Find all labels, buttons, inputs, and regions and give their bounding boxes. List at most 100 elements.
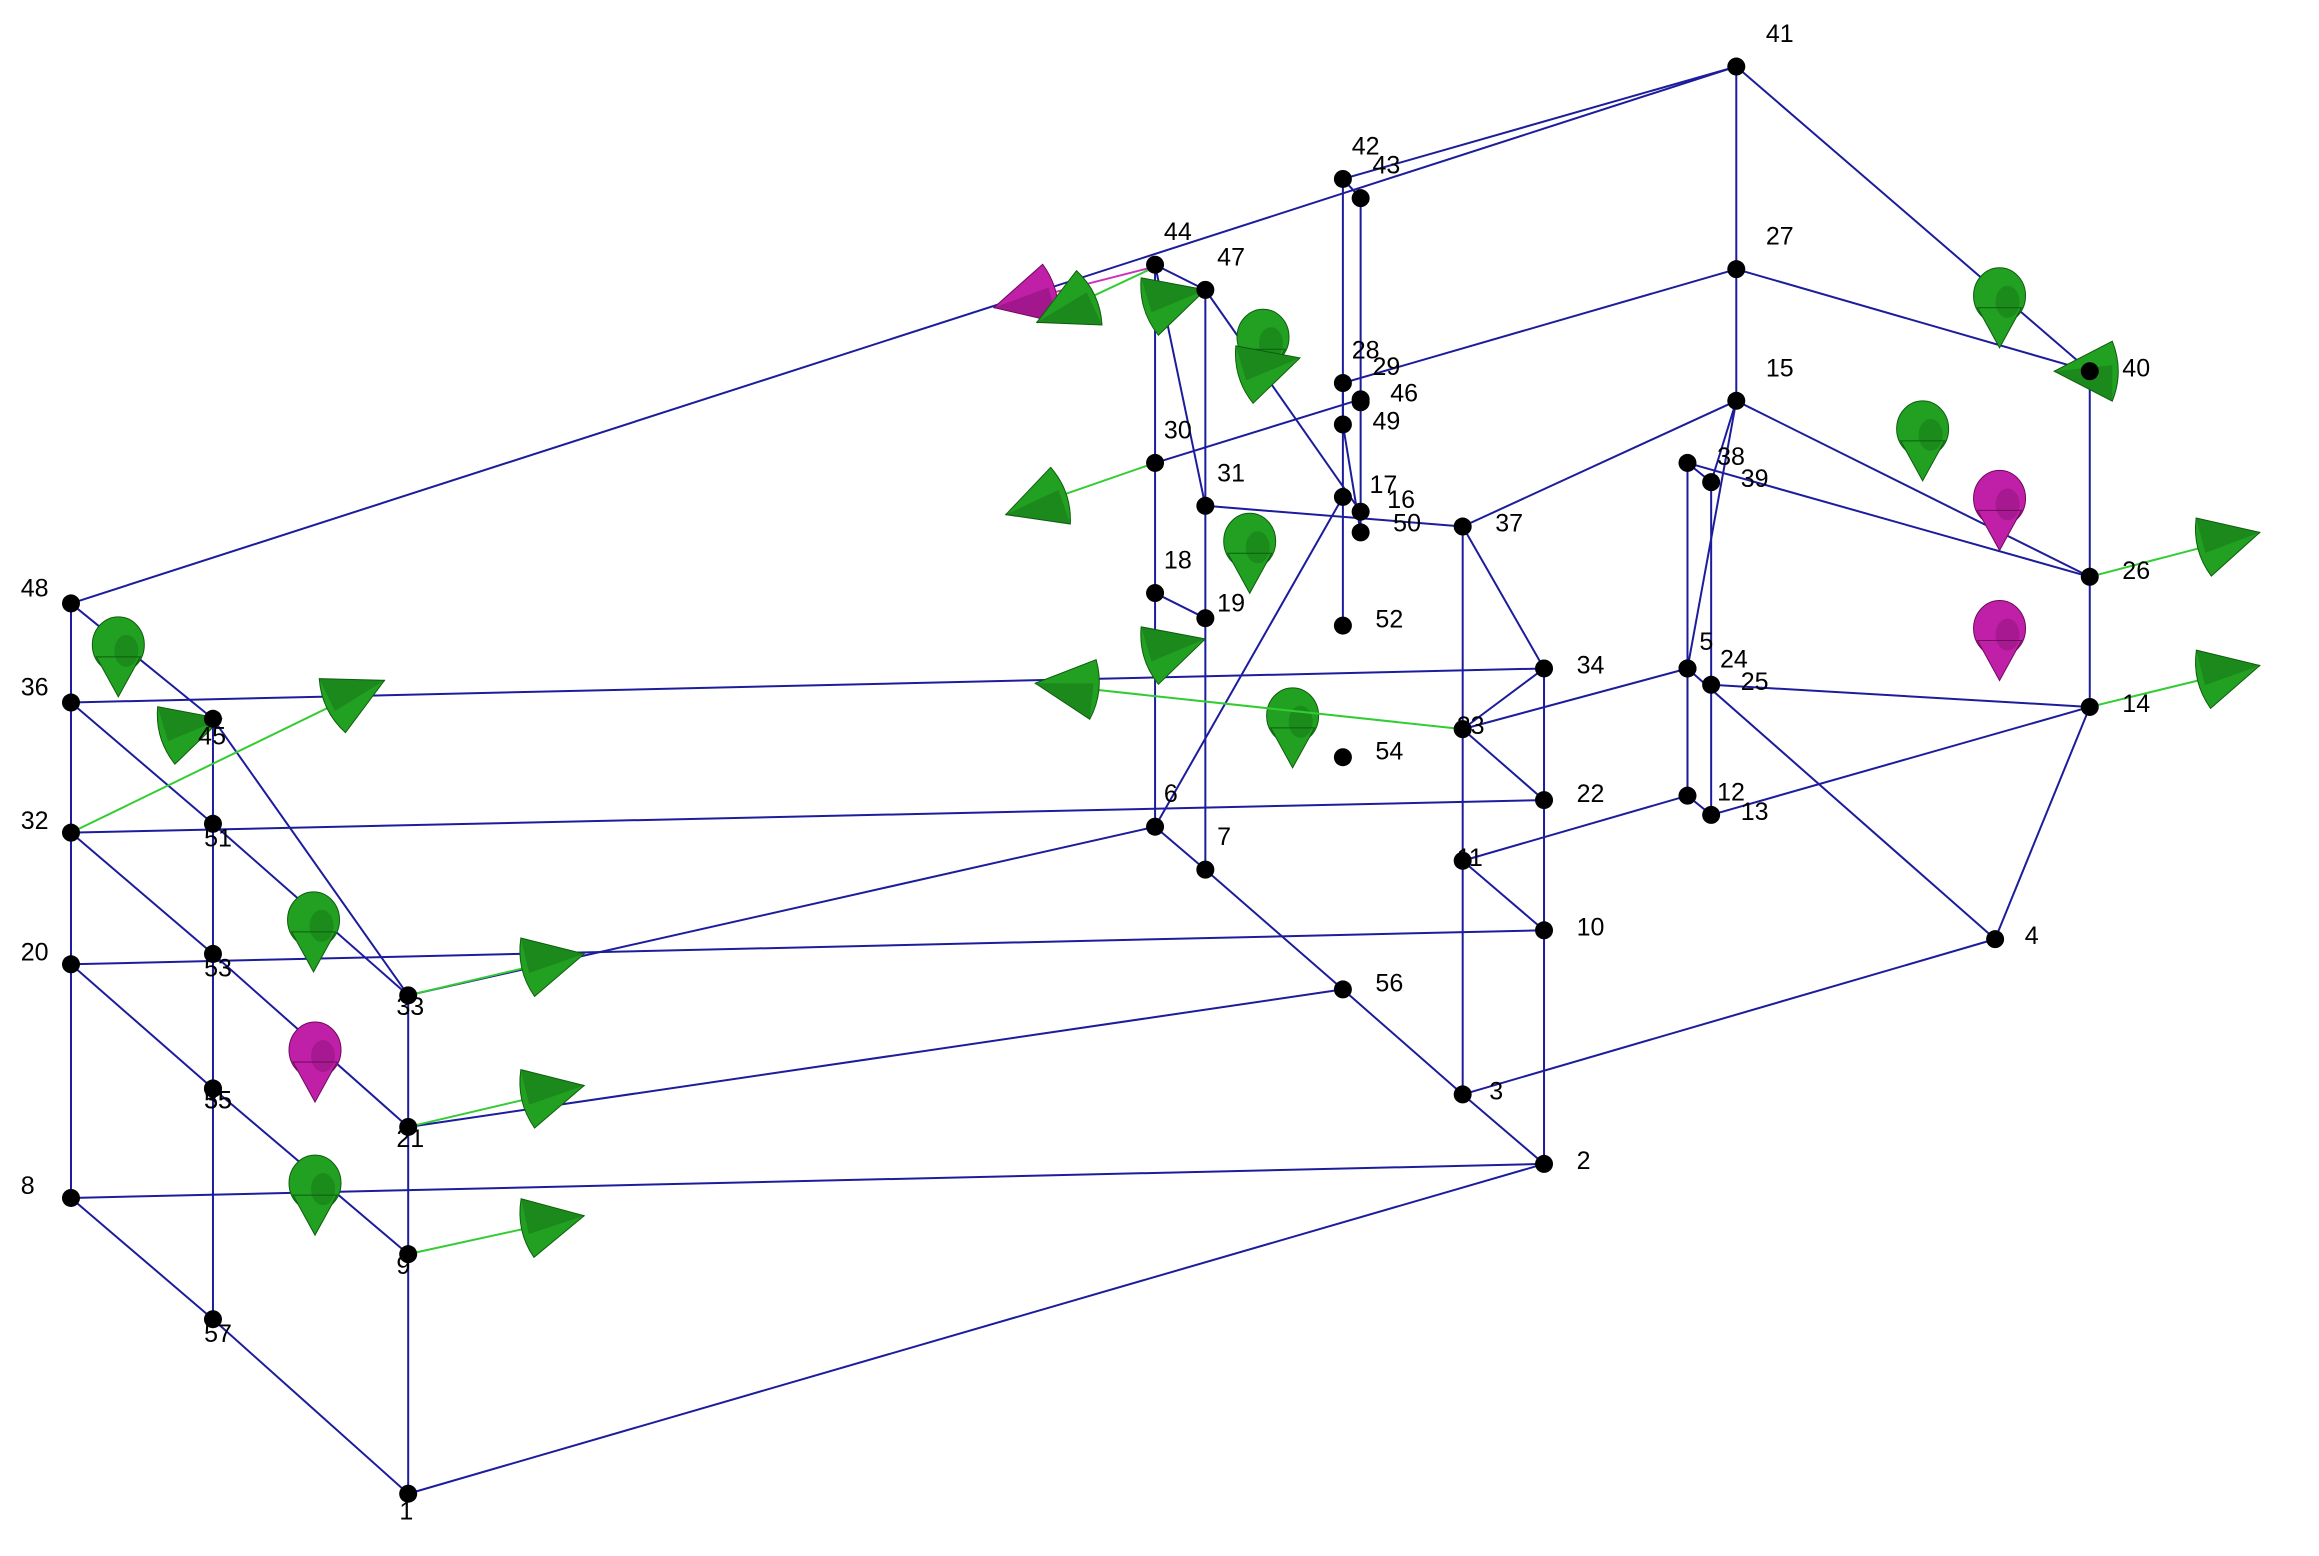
loads-layer <box>70 263 2261 1259</box>
node-label-50: 50 <box>1393 510 1421 538</box>
member-57-8 <box>70 1197 214 1320</box>
node-label-41: 41 <box>1766 20 1794 48</box>
node-label-17: 17 <box>1370 471 1398 499</box>
node-48 <box>61 594 80 613</box>
node-label-12: 12 <box>1717 779 1745 807</box>
node-label-29: 29 <box>1372 353 1400 381</box>
node-31 <box>1196 496 1215 515</box>
node-label-1: 1 <box>399 1497 413 1525</box>
moment-load-48-9 <box>91 616 145 698</box>
node-17 <box>1333 487 1352 506</box>
force-load-14-24 <box>2195 649 2261 710</box>
member-45-33 <box>212 718 410 996</box>
node-24 <box>1678 659 1697 678</box>
node-label-20: 20 <box>21 938 49 966</box>
moment-load-26-21 <box>1973 469 2027 552</box>
node-15 <box>1727 391 1746 410</box>
node-14 <box>2080 697 2099 716</box>
node-6 <box>1146 817 1165 836</box>
node-47 <box>1196 280 1215 299</box>
node-33 <box>399 986 418 1005</box>
node-56 <box>1333 980 1352 999</box>
node-label-28: 28 <box>1352 337 1380 365</box>
node-label-36: 36 <box>21 674 49 702</box>
node-label-54: 54 <box>1375 737 1403 765</box>
moment-load-26-20 <box>1896 400 1950 482</box>
node-30 <box>1146 453 1165 472</box>
node-label-35: 35 <box>204 1086 232 1114</box>
node-label-55: 55 <box>204 1086 232 1114</box>
node-37 <box>1453 517 1472 536</box>
node-2 <box>1535 1154 1554 1173</box>
member-10-11 <box>1462 859 1545 932</box>
force-load-23-25-shaft <box>1035 682 1463 731</box>
node-8 <box>61 1188 80 1207</box>
member-6-17 <box>1154 496 1344 828</box>
node-label-7: 7 <box>1217 823 1231 851</box>
member-37-31 <box>1205 504 1463 528</box>
node-label-47: 47 <box>1217 243 1245 271</box>
node-label-3: 3 <box>1489 1077 1503 1105</box>
node-label-10: 10 <box>1577 913 1605 941</box>
member-32-53 <box>70 831 214 955</box>
node-27 <box>1727 260 1746 279</box>
node-20 <box>61 955 80 974</box>
force-load-44-1 <box>1035 269 1103 326</box>
node-13 <box>1702 805 1721 824</box>
node-43 <box>1351 189 1370 208</box>
node-22 <box>1535 791 1554 810</box>
member-15-37 <box>1462 399 1737 528</box>
node-label-2: 2 <box>1577 1147 1591 1175</box>
node-label-11: 11 <box>1457 844 1483 872</box>
node-38 <box>1678 453 1697 472</box>
node-25 <box>1702 675 1721 694</box>
moment-load-40-18 <box>1973 267 2027 349</box>
node-12 <box>1678 786 1697 805</box>
node-label-6: 6 <box>1164 780 1178 808</box>
force-load-23-25 <box>1034 658 1100 721</box>
node-label-49: 49 <box>1372 408 1400 436</box>
member-44-47 <box>1154 263 1206 291</box>
node-label-23: 23 <box>1457 712 1485 740</box>
node-19 <box>1196 609 1215 628</box>
member-32-22 <box>70 799 1545 834</box>
member-22-23 <box>1462 728 1545 801</box>
member-34-37 <box>1461 526 1545 669</box>
member-36-51 <box>70 701 214 825</box>
moment-load-31-6 <box>1223 512 1277 595</box>
member-25-14 <box>1711 683 2090 708</box>
member-34-23 <box>1462 667 1545 730</box>
node-1 <box>399 1484 418 1503</box>
node-label-57: 57 <box>204 1320 232 1348</box>
node-10 <box>1535 921 1554 940</box>
node-label-40: 40 <box>2122 354 2150 382</box>
member-11-12 <box>1462 794 1688 862</box>
node-4 <box>1986 930 2005 949</box>
member-4-14 <box>1994 706 2091 940</box>
force-load-19-7 <box>1140 626 1207 686</box>
node-45 <box>203 709 222 728</box>
node-label-27: 27 <box>1766 223 1794 251</box>
node-label-4: 4 <box>2025 922 2039 950</box>
member-13-14 <box>1710 705 2091 816</box>
moment-load-14-23 <box>1973 600 2027 682</box>
member-2-3 <box>1462 1093 1545 1165</box>
node-label-16: 16 <box>1387 486 1415 514</box>
moment-load-21-14 <box>288 1021 342 1104</box>
force-load-32-11 <box>318 678 386 734</box>
node-label-46: 46 <box>1390 379 1418 407</box>
node-52 <box>1333 616 1352 635</box>
force-load-9-17 <box>519 1198 586 1259</box>
force-load-26-22 <box>2195 517 2261 577</box>
member-40-41 <box>1735 65 2091 372</box>
node-label-52: 52 <box>1375 606 1403 634</box>
member-20-55 <box>70 963 214 1090</box>
member-3-56 <box>1342 988 1464 1096</box>
node-57 <box>203 1310 222 1329</box>
node-label-22: 22 <box>1577 780 1605 808</box>
member-27-28 <box>1342 268 1737 385</box>
node-label-15: 15 <box>1766 354 1794 382</box>
node-44 <box>1146 255 1165 274</box>
member-41-42 <box>1342 65 1737 180</box>
node-label-48: 48 <box>21 575 49 603</box>
